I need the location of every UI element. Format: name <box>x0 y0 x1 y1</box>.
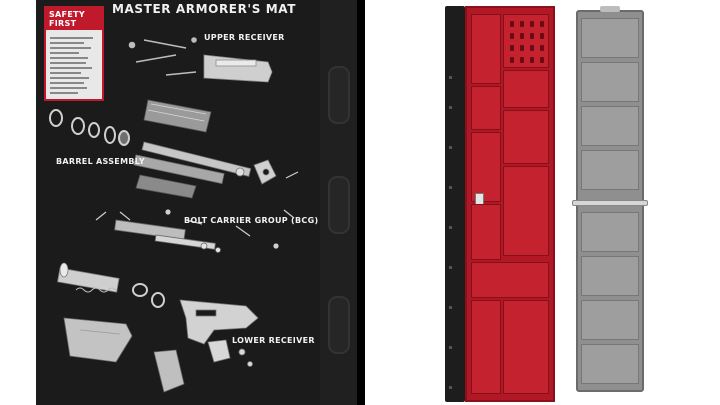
mat-title: MASTER ARMORER'S MAT <box>112 2 296 16</box>
tray-pin-holder <box>503 14 549 68</box>
gray-tray-lid <box>572 6 648 392</box>
lower-handguard-part <box>135 174 197 199</box>
tray-compartment <box>471 86 501 130</box>
bolt-carrier-part <box>114 219 221 253</box>
lid-segment <box>581 212 639 252</box>
parts-tray-photo <box>365 0 720 405</box>
small-pins <box>95 171 299 249</box>
buffer-tube-part <box>57 262 165 308</box>
black-side-rail <box>445 6 465 402</box>
lower-receiver-part <box>179 299 259 345</box>
stock-part <box>63 317 133 363</box>
pistol-grip-part <box>153 349 185 393</box>
armorers-mat-photo: SAFETY FIRST MASTER ARMORER'S MAT <box>0 0 357 405</box>
lower-receiver-label: LOWER RECEIVER <box>232 336 315 345</box>
safety-first-label: SAFETY FIRST <box>46 8 102 30</box>
tray-compartment <box>471 300 501 394</box>
tray-compartment <box>471 132 501 202</box>
tray-compartment <box>471 14 501 84</box>
safety-first-badge: SAFETY FIRST <box>44 6 104 101</box>
lid-segment <box>581 62 639 102</box>
tray-compartment <box>471 262 549 298</box>
tray-compartment <box>503 70 549 108</box>
front-sight-part <box>253 159 277 185</box>
mat-edge-grip <box>320 0 357 405</box>
lid-segment <box>581 256 639 296</box>
tray-compartment <box>471 204 501 260</box>
lid-segment <box>581 18 639 58</box>
lid-segment <box>581 106 639 146</box>
lid-hinge <box>572 200 648 206</box>
bolt-carrier-group-label: BOLT CARRIER GROUP (BCG) <box>184 216 319 225</box>
exploded-parts-diagram <box>49 37 299 393</box>
panel-divider <box>357 0 365 405</box>
lid-segment <box>581 344 639 384</box>
handguard-part <box>143 99 212 133</box>
barrel-assembly-label: BARREL ASSEMBLY <box>56 157 145 166</box>
grip-bump <box>328 66 350 124</box>
tray-compartment <box>503 300 549 394</box>
barrel-nut-rings <box>49 109 130 146</box>
badge-fineprint <box>46 30 102 101</box>
upper-receiver-label: UPPER RECEIVER <box>204 33 285 42</box>
lid-top-cap <box>600 6 620 12</box>
grip-bump <box>328 176 350 234</box>
mat-surface: SAFETY FIRST MASTER ARMORER'S MAT <box>36 0 326 405</box>
lid-segment <box>581 150 639 190</box>
upper-receiver-part <box>203 54 273 83</box>
tray-compartment <box>503 166 549 256</box>
trigger-group-part <box>207 339 253 367</box>
grip-bump <box>328 296 350 354</box>
lid-segment <box>581 300 639 340</box>
tray-compartment <box>503 110 549 164</box>
red-parts-tray <box>465 6 555 402</box>
charging-handle-part <box>128 37 197 76</box>
buffer-spring-part <box>75 287 117 293</box>
barrel-part <box>133 141 252 184</box>
